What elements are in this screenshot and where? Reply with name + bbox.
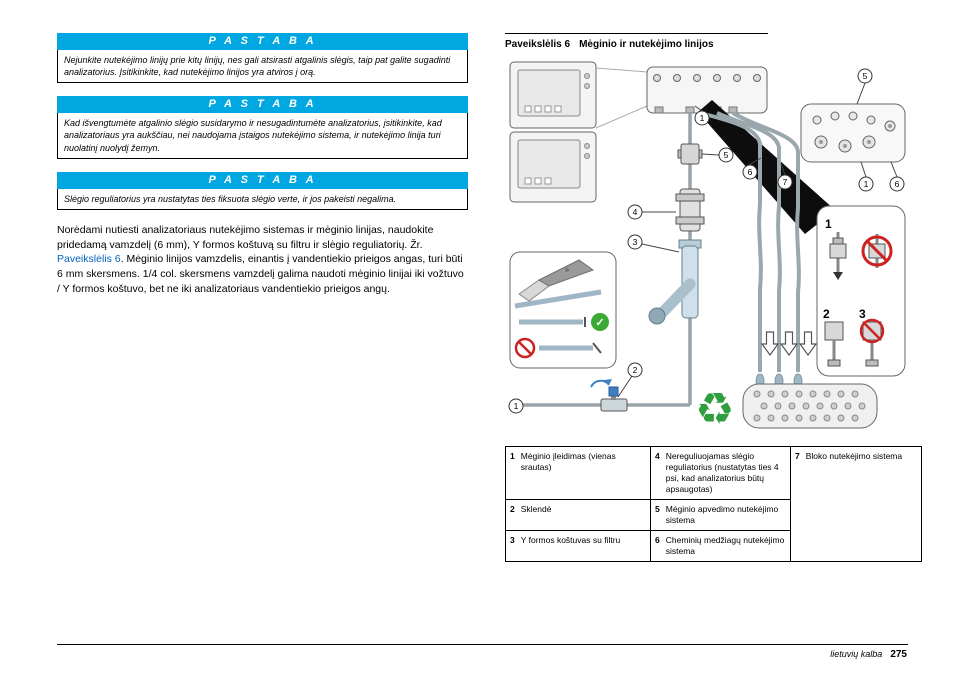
no-symbol-icon (859, 318, 885, 344)
notice-body-text: Kad išvengtumėte atgalinio slėgio susida… (57, 113, 468, 159)
svg-text:1: 1 (514, 401, 519, 411)
drain-tubes (700, 111, 801, 372)
legend-cell-2: 2 Sklendė (505, 499, 651, 532)
notice-body-text: Slėgio reguliatorius yra nustatytas ties… (57, 188, 468, 210)
valve-correct (829, 232, 847, 280)
footer-language: lietuvių kalba (830, 649, 883, 659)
legend-label: Bloko nutekėjimo sistema (805, 451, 903, 461)
footer-page-number: 275 (890, 649, 907, 660)
legend-label: Mėginio įleidimas (vienas srautas) (520, 451, 616, 473)
legend-cell-7: 7 Bloko nutekėjimo sistema (790, 445, 922, 563)
no-symbol-icon (514, 337, 536, 359)
legend-label: Cheminių medžiagų nutekėjimo sistema (665, 535, 785, 557)
sample-line-assembly (648, 113, 705, 405)
legend-cell-3: 3 Y formos koštuvas su filtru (505, 530, 651, 563)
legend-cell-5: 5 Mėginio apvedimo nutekėjimo sistema (650, 499, 791, 532)
notice-box-3: P A S T A B A Slėgio reguliatorius yra n… (57, 171, 468, 210)
legend-number: 6 (655, 535, 660, 546)
paragraph-text: Norėdami nutiesti analizatoriaus nutekėj… (57, 223, 434, 251)
legend-label: Mėginio apvedimo nutekėjimo sistema (665, 504, 779, 526)
fittings-plate (800, 103, 906, 163)
callout-3: 3 (627, 234, 643, 250)
valve-orientation-inset: 1 2 3 (816, 205, 906, 377)
callout-1-plate: 1 (858, 176, 874, 192)
right-column: Paveikslėlis 6 Mėginio ir nutekėjimo lini… (505, 33, 922, 563)
svg-text:✓: ✓ (595, 317, 604, 329)
svg-text:6: 6 (748, 167, 753, 177)
down-arrow-icon (760, 331, 818, 357)
legend-label: Nereguliuojamas slėgio reguliatorius (nu… (665, 451, 779, 495)
left-column: P A S T A B A Nejunkite nutekėjimo linij… (57, 33, 468, 296)
floor-drain-grate (742, 383, 878, 429)
callout-5: 5 (718, 147, 734, 163)
plumbing-manifold (646, 66, 768, 114)
paragraph-text: . Mėginio linijos vamzdelis, einantis į … (57, 253, 464, 295)
svg-text:5: 5 (724, 150, 729, 160)
valve-option-2 (824, 321, 844, 367)
sample-inlet-tube (523, 379, 690, 412)
figure-title-text: Mėginio ir nutekėjimo linijos (579, 39, 714, 50)
no-symbol-icon (861, 235, 893, 267)
tube-being-cut (514, 289, 602, 309)
svg-text:5: 5 (863, 71, 868, 81)
valve-prohibited (861, 234, 893, 268)
page-footer: lietuvių kalba 275 (830, 649, 907, 660)
figure-title-prefix: Paveikslėlis 6 (505, 39, 571, 50)
notice-box-2: P A S T A B A Kad išvengtumėte atgalinio… (57, 96, 468, 159)
figure-title: Paveikslėlis 6 Mėginio ir nutekėjimo lini… (505, 39, 908, 50)
figure-legend-table: 1 Mėginio įleidimas (vienas srautas) 4 Ner… (505, 445, 922, 563)
pressure-regulator (675, 188, 705, 232)
callout-5-plate: 5 (857, 68, 873, 84)
callout-1-bottom: 1 (508, 398, 524, 414)
callout-6-plate: 6 (889, 176, 905, 192)
svg-text:2: 2 (633, 365, 638, 375)
analyzer-illustration (509, 61, 648, 203)
inset-number: 3 (859, 307, 866, 321)
zoom-wedge (698, 100, 835, 234)
legend-cell-4: 4 Nereguliuojamas slėgio reguliatorius (n… (650, 445, 791, 501)
svg-text:1: 1 (864, 179, 869, 189)
utility-knife-icon (518, 259, 595, 302)
inset-number: 1 (825, 217, 832, 231)
svg-text:6: 6 (895, 179, 900, 189)
footer-rule (57, 644, 908, 645)
figure-diagram: ✓ 1 2 (508, 61, 906, 434)
callout-6: 6 (742, 164, 758, 180)
legend-label: Sklendė (520, 504, 552, 515)
recycle-icon: ♻ (695, 385, 734, 434)
valve-option-3 (859, 318, 885, 367)
callout-2: 2 (627, 362, 643, 378)
callout-1-top: 1 (694, 110, 710, 126)
svg-text:4: 4 (633, 207, 638, 217)
legend-cell-1: 1 Mėginio įleidimas (vienas srautas) (505, 445, 651, 501)
figure-link[interactable]: Paveikslėlis 6 (57, 253, 121, 266)
legend-cell-6: 6 Cheminių medžiagų nutekėjimo sistema (650, 530, 791, 563)
tube-cutting-inset: ✓ (509, 251, 617, 369)
svg-text:7: 7 (783, 177, 788, 187)
notice-box-1: P A S T A B A Nejunkite nutekėjimo linij… (57, 33, 468, 84)
notice-header: P A S T A B A (57, 33, 468, 50)
legend-number: 7 (795, 451, 800, 461)
legend-number: 1 (510, 451, 515, 461)
svg-text:1: 1 (700, 113, 705, 123)
callout-7: 7 (777, 174, 793, 190)
legend-number: 5 (655, 504, 660, 515)
legend-number: 4 (655, 451, 660, 461)
body-paragraph: Norėdami nutiesti analizatoriaus nutekėj… (57, 223, 468, 296)
notice-header: P A S T A B A (57, 171, 468, 189)
check-icon: ✓ (591, 313, 609, 331)
legend-number: 3 (510, 535, 515, 546)
notice-body-text: Nejunkite nutekėjimo linijų prie kitų li… (57, 50, 468, 84)
notice-header: P A S T A B A (57, 96, 468, 114)
svg-text:3: 3 (633, 237, 638, 247)
legend-label: Y formos koštuvas su filtru (520, 535, 621, 546)
callout-4: 4 (627, 204, 643, 220)
figure-title-rule (505, 33, 768, 34)
y-strainer (648, 239, 702, 325)
shutoff-valve (600, 386, 628, 412)
inset-number: 2 (823, 307, 830, 321)
legend-number: 2 (510, 504, 515, 515)
